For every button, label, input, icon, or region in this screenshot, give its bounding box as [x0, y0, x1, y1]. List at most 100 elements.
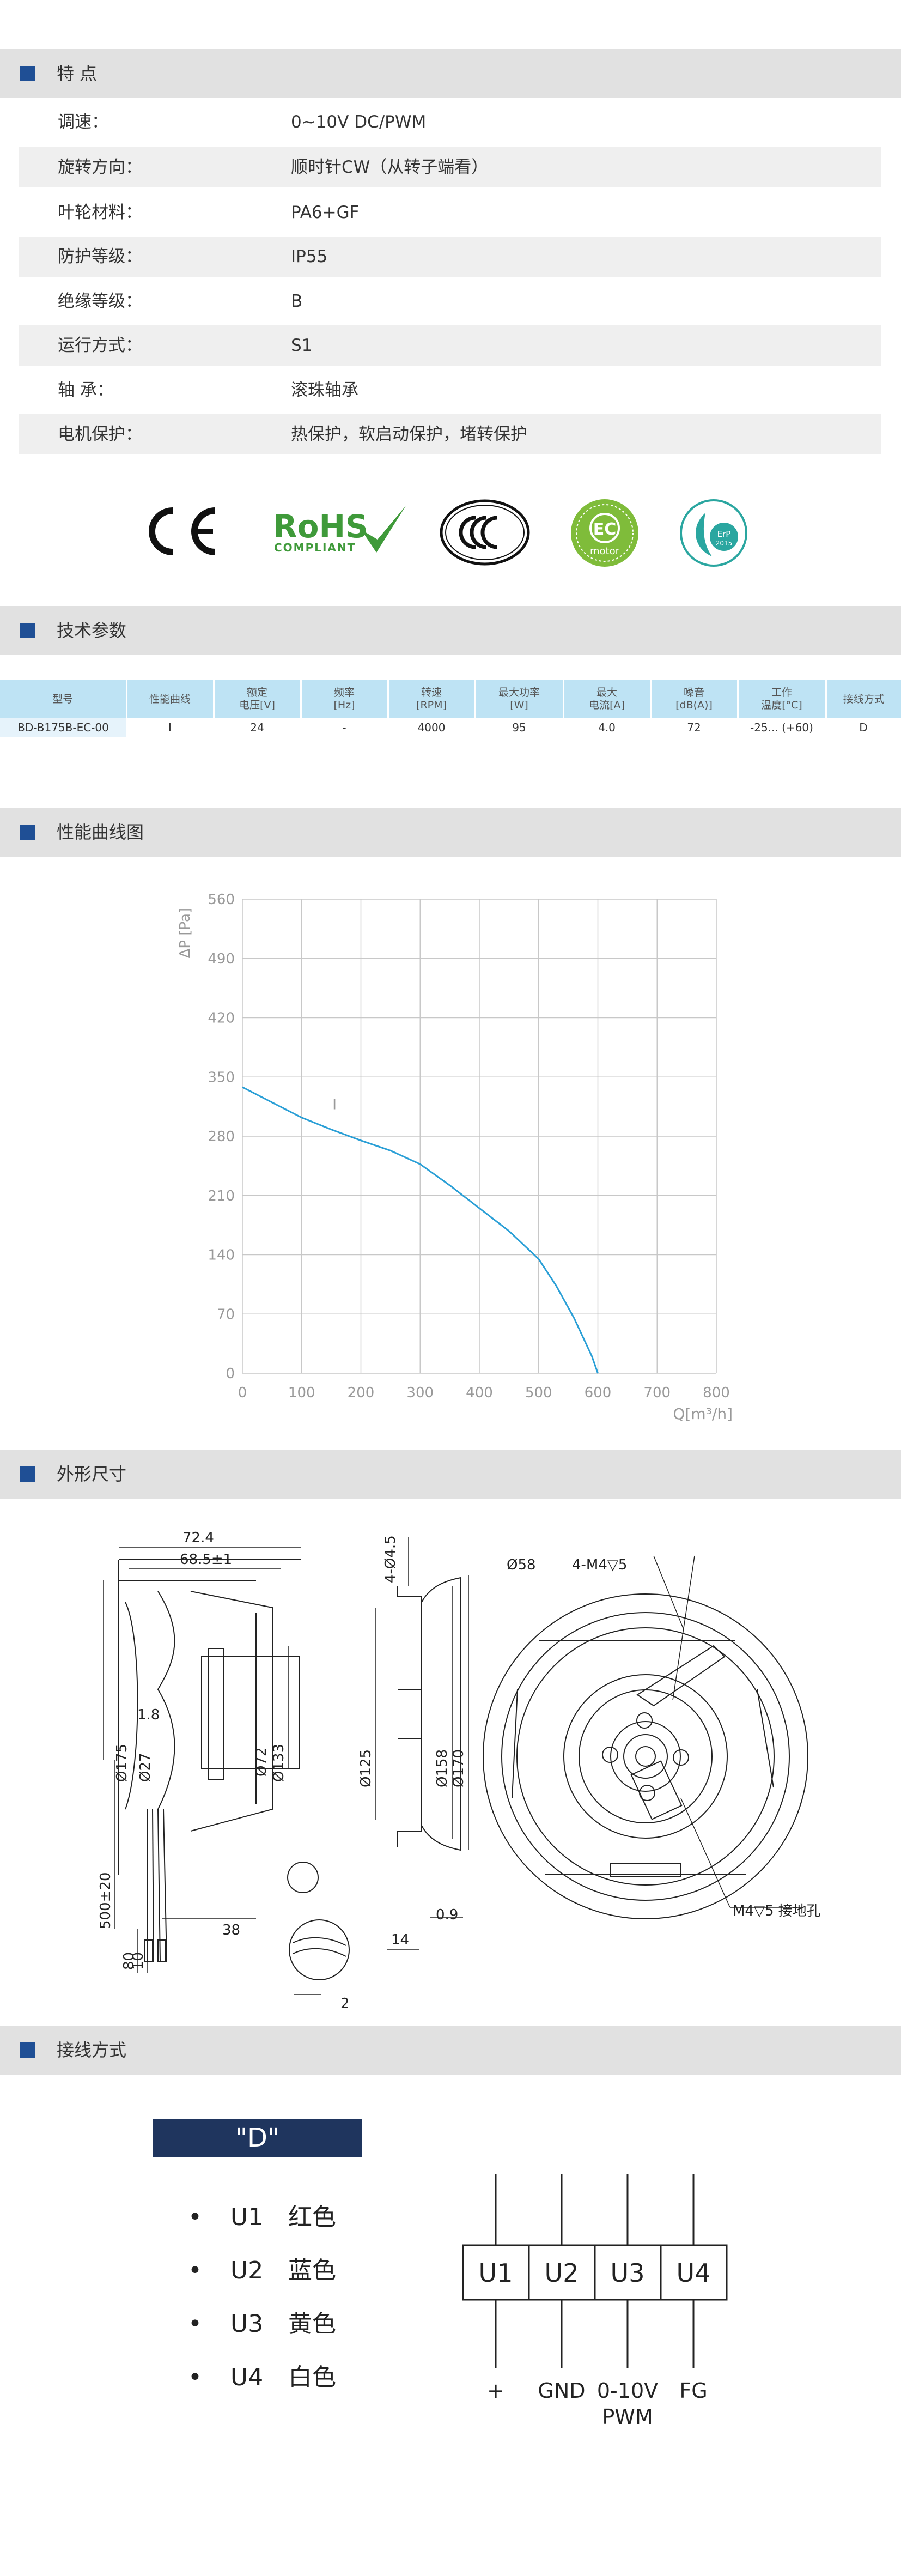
dim-label: Ø125	[358, 1749, 374, 1787]
x-tick-label: 700	[643, 1385, 671, 1401]
col-header: 频率[Hz]	[301, 680, 389, 718]
feature-row: 轴 承： 滚珠轴承	[19, 370, 881, 410]
dim-label: Ø27	[137, 1753, 154, 1782]
section-title: 性能曲线图	[57, 822, 144, 842]
y-axis-label: ΔP [Pa]	[177, 908, 193, 958]
x-tick-label: 600	[585, 1385, 612, 1401]
y-tick-label: 140	[208, 1247, 235, 1264]
terminal-function: 0-10V	[597, 2379, 658, 2403]
dimension-lines	[103, 1537, 469, 1995]
x-tick-label: 100	[288, 1385, 315, 1401]
terminal-function: PWM	[602, 2405, 653, 2429]
col-header: 性能曲线	[126, 680, 215, 718]
feature-label: 防护等级：	[58, 247, 142, 266]
table-cell: -25... (+60)	[750, 721, 813, 734]
table-cell: BD-B175B-EC-00	[0, 718, 126, 737]
wiring-type-label: "D"	[153, 2119, 362, 2157]
dim-label: Ø133	[271, 1744, 287, 1782]
feature-label: 叶轮材料：	[58, 203, 142, 222]
dim-label: 80	[121, 1952, 137, 1970]
front-view-drawing	[483, 1593, 808, 1919]
y-tick-label: 490	[208, 951, 235, 967]
terminal-function: +	[487, 2379, 504, 2403]
col-header: 型号	[0, 680, 127, 718]
svg-text:RoHS: RoHS	[273, 508, 368, 545]
dim-label: Ø170	[450, 1749, 467, 1787]
svg-text:ErP: ErP	[717, 529, 731, 539]
dim-label: 10	[130, 1952, 147, 1970]
feature-row: 调速： 0~10V DC/PWM	[19, 102, 881, 142]
col-header: 额定电压[V]	[214, 680, 302, 718]
table-cell: 4.0	[598, 721, 616, 734]
dim-label: 14	[391, 1932, 409, 1948]
dim-label: 72.4	[182, 1530, 214, 1546]
feature-label: 调速：	[58, 112, 108, 132]
spec-table: 型号 性能曲线 额定电压[V] 频率[Hz] 转速[RPM] 最大功率[W] 最…	[0, 680, 901, 737]
section-marker-icon	[20, 2042, 35, 2058]
svg-text:2015: 2015	[716, 540, 733, 547]
table-cell: 24	[250, 721, 264, 734]
table-row: BD-B175B-EC-00 I 24 - 4000 95 4.0 72 -25…	[0, 718, 901, 737]
features-section-header: 特 点	[0, 49, 901, 98]
section-marker-icon	[20, 825, 35, 840]
terminal-function: FG	[679, 2379, 707, 2403]
feature-label: 绝缘等级：	[58, 292, 142, 311]
feature-value: PA6+GF	[291, 203, 360, 222]
x-tick-label: 500	[525, 1385, 552, 1401]
y-tick-label: 350	[208, 1069, 235, 1086]
terminal-box	[660, 2244, 728, 2301]
dim-label: Ø158	[434, 1749, 450, 1787]
svg-text:motor: motor	[590, 545, 620, 557]
section-marker-icon	[20, 1466, 35, 1482]
chart-grid	[242, 899, 717, 1374]
dim-label: 0.9	[436, 1907, 458, 1923]
ec-motor-logo: EC motor	[571, 499, 638, 567]
col-header: 最大电流[A]	[563, 680, 652, 718]
dim-label: 1.8	[137, 1707, 160, 1723]
dim-label: Ø175	[114, 1744, 130, 1782]
dim-label: 4-Ø4.5	[382, 1535, 399, 1583]
feature-value: 顺时针CW（从转子端看）	[291, 157, 489, 177]
col-header: 接线方式	[826, 680, 901, 718]
profile-view-drawing	[397, 1577, 461, 1851]
terminal-function: GND	[538, 2379, 585, 2403]
table-cell: 4000	[417, 721, 446, 734]
feature-label: 电机保护：	[58, 425, 142, 444]
terminal-label: U1	[479, 2258, 513, 2288]
dim-label: Ø72	[253, 1747, 270, 1777]
curve-label: I	[332, 1096, 337, 1113]
curve-series-line	[242, 1086, 599, 1374]
dim-label: 2	[340, 1996, 350, 2012]
y-tick-label: 560	[208, 892, 235, 908]
dimension-labels: 72.4 68.5±1 4-Ø4.5 1.8 Ø27 Ø175 Ø72 Ø133…	[98, 1530, 821, 2012]
tech-section-header: 技术参数	[0, 606, 901, 655]
erp-logo: ErP 2015	[680, 499, 747, 567]
x-tick-label: 0	[238, 1385, 247, 1401]
feature-label: 运行方式：	[58, 336, 142, 355]
wiring-section-header: 接线方式	[0, 2026, 901, 2075]
feature-value: 滚珠轴承	[291, 380, 358, 400]
svg-text:COMPLIANT: COMPLIANT	[274, 541, 356, 554]
col-header: 工作温度[°C]	[738, 680, 827, 718]
x-axis-label: Q[m³/h]	[673, 1405, 733, 1423]
x-tick-label: 400	[466, 1385, 493, 1401]
feature-value: 0~10V DC/PWM	[291, 112, 427, 132]
feature-row: 叶轮材料： PA6+GF	[19, 192, 881, 233]
ce-logo	[149, 507, 216, 555]
feature-row: 电机保护： 热保护，软启动保护，堵转保护	[19, 414, 881, 454]
feature-row: 绝缘等级： B	[19, 281, 881, 322]
section-marker-icon	[20, 623, 35, 638]
terminal-diagram: U1 U2 U3 U4 + GND 0-10V PWM FG	[462, 2174, 728, 2429]
section-title: 技术参数	[57, 620, 127, 641]
dim-label: M4▽5 接地孔	[733, 1903, 821, 1919]
feature-label: 轴 承：	[58, 380, 114, 400]
terminal-label: U2	[545, 2258, 579, 2288]
terminal-label: U4	[677, 2258, 711, 2288]
spec-table-header-row: 型号 性能曲线 额定电压[V] 频率[Hz] 转速[RPM] 最大功率[W] 最…	[0, 680, 901, 718]
col-header: 噪音[dB(A)]	[650, 680, 739, 718]
